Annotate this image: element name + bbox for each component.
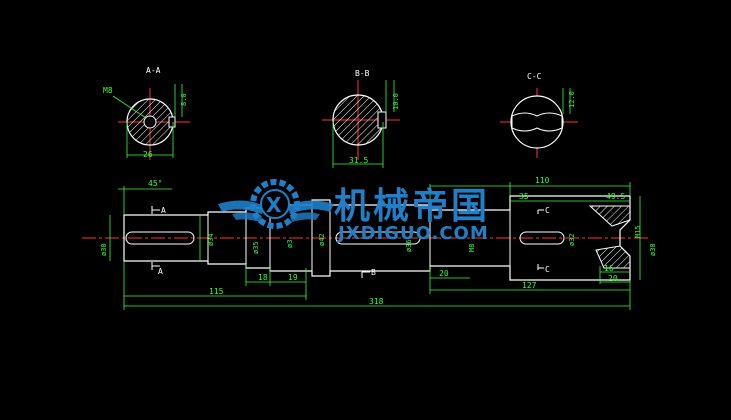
chamfer-dim: 45° xyxy=(148,179,162,188)
dim-110: 110 xyxy=(535,176,550,185)
dim-19: 19 xyxy=(288,273,298,282)
section-cc: C-C 12.0 xyxy=(500,72,578,158)
dim-49-5: 49.5 xyxy=(606,192,625,201)
logo-name-cn: 机械帝国 xyxy=(334,186,490,227)
logo-gear-letter: X xyxy=(266,193,282,217)
dim-20a: 20 xyxy=(439,269,449,278)
shaft-main-view: A A B C C xyxy=(82,195,650,281)
keyway-slot-left xyxy=(125,231,195,245)
dim-16: 16 xyxy=(604,264,614,273)
dim-d32: ø32 xyxy=(568,233,576,246)
logo-url: JXDIGUO.COM xyxy=(336,223,489,244)
dim-127: 127 xyxy=(522,281,537,290)
keyway-slot-right xyxy=(519,231,565,245)
section-aa: A-A 26 M8 8.0 xyxy=(103,66,190,160)
bb-key-dim: 10.0 xyxy=(392,93,400,110)
aa-thread-hole xyxy=(143,115,157,129)
section-mark-c-top: C xyxy=(545,206,550,215)
watermark-logo: X 机械帝国 JXDIGUO.COM xyxy=(218,179,490,244)
aa-keyway xyxy=(168,116,176,128)
aa-width-dim: 26 xyxy=(143,150,153,159)
dim-d42: ø42 xyxy=(318,233,326,246)
dim-35: 35 xyxy=(519,192,529,201)
dim-115: 115 xyxy=(209,287,224,296)
dim-d36: ø36 xyxy=(405,239,413,252)
shaft-dimensions: 45° ø30 ø34 ø35 ø3 ø42 ø36 M8 ø32 ø30 M1… xyxy=(100,176,657,310)
section-mark-b-bottom: B xyxy=(371,268,376,277)
end-hatch-bottom xyxy=(595,245,631,269)
dim-d30-right: ø30 xyxy=(649,243,657,256)
keyway-slot-mid xyxy=(335,231,421,245)
dim-m15: M15 xyxy=(634,225,642,238)
dim-d30-left: ø30 xyxy=(100,243,108,256)
section-mark-c-bottom: C xyxy=(545,265,550,274)
section-bb-title: B-B xyxy=(355,69,370,78)
end-hatch-top xyxy=(588,205,631,227)
dim-20b: 20 xyxy=(608,274,618,283)
section-aa-title: A-A xyxy=(146,66,161,75)
dim-18: 18 xyxy=(258,273,268,282)
cc-key-dim: 12.0 xyxy=(568,91,576,108)
aa-thread-leader xyxy=(112,95,147,119)
cc-spline-profile xyxy=(511,112,563,132)
dim-d35: ø35 xyxy=(252,241,260,254)
logo-gear-icon xyxy=(250,179,300,229)
bb-shaft-section xyxy=(332,94,384,146)
section-bb: B-B 31.5 10.0 xyxy=(322,69,400,168)
section-mark-a-bottom: A xyxy=(158,267,163,276)
dim-d34: ø34 xyxy=(207,233,215,246)
dim-m8-right: M8 xyxy=(468,244,476,252)
aa-key-dim: 8.0 xyxy=(180,93,188,106)
section-mark-a-top: A xyxy=(161,206,166,215)
bb-keyway xyxy=(377,111,387,129)
dim-d3x: ø3 xyxy=(286,240,294,248)
aa-thread-label: M8 xyxy=(103,86,113,95)
section-cc-title: C-C xyxy=(527,72,542,81)
bb-width-dim: 31.5 xyxy=(349,156,368,165)
dim-318: 318 xyxy=(369,297,384,306)
